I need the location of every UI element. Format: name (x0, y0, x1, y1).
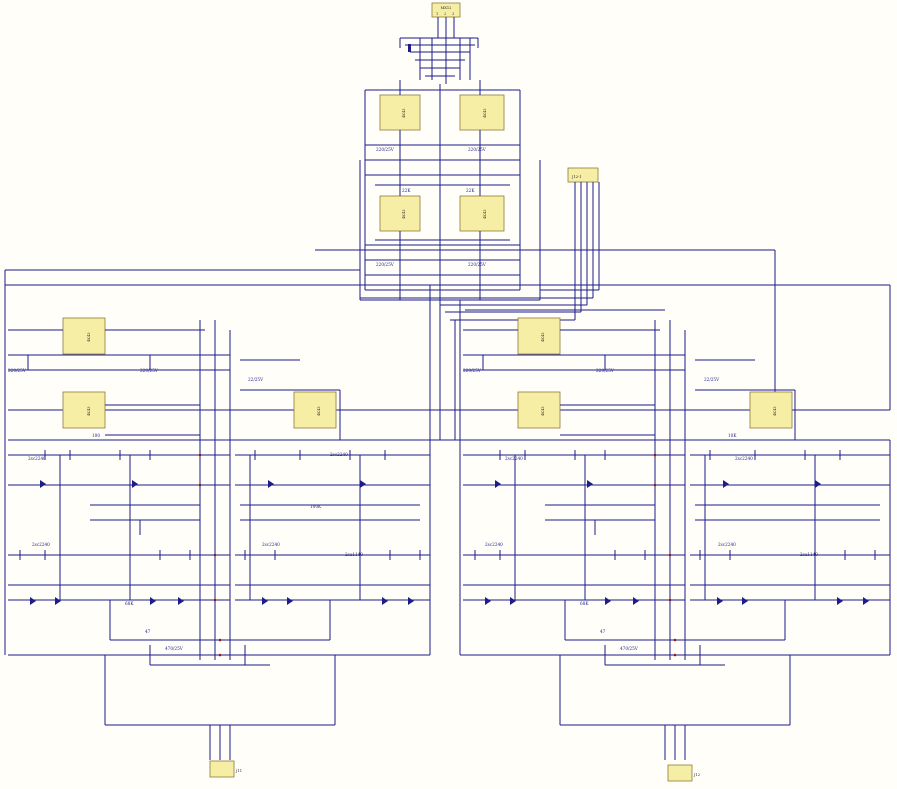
ic-top-1[interactable]: 4K43 (379, 94, 421, 131)
svg-text:220/25V: 220/25V (140, 368, 159, 373)
svg-text:22/25V: 22/25V (248, 377, 264, 382)
svg-text:1: 1 (436, 12, 438, 16)
connector-bottom-right[interactable]: J12 (667, 764, 700, 782)
ic-top-4[interactable]: 4K43 (459, 195, 505, 232)
svg-text:22/25V: 22/25V (704, 377, 720, 382)
svg-text:47: 47 (145, 629, 151, 634)
svg-text:220/25V: 220/25V (596, 368, 615, 373)
svg-text:4K43: 4K43 (87, 406, 91, 416)
svg-text:4K43: 4K43 (402, 108, 406, 118)
svg-text:J11: J11 (235, 769, 242, 773)
svg-text:4K43: 4K43 (541, 332, 545, 342)
ic-top-3[interactable]: 4K43 (379, 195, 421, 232)
svg-text:J12: J12 (693, 773, 700, 777)
svg-text:220/25V: 220/25V (468, 262, 487, 267)
svg-text:2sc2240: 2sc2240 (32, 542, 50, 547)
svg-text:220/25V: 220/25V (8, 368, 27, 373)
svg-text:4K43: 4K43 (773, 406, 777, 416)
ic-right-3[interactable]: 4K43 (749, 391, 793, 429)
ic-right-2[interactable]: 4K43 (517, 391, 561, 429)
junctions-right (653, 453, 677, 657)
svg-text:2sc2240: 2sc2240 (262, 542, 280, 547)
junctions-left (198, 453, 222, 657)
svg-text:4K43: 4K43 (402, 209, 406, 219)
svg-text:100K: 100K (310, 504, 322, 509)
svg-text:3: 3 (452, 12, 454, 16)
svg-text:68K: 68K (580, 601, 589, 606)
svg-text:2sc2240: 2sc2240 (505, 456, 523, 461)
svg-text:100: 100 (92, 433, 100, 438)
svg-text:4K43: 4K43 (483, 108, 487, 118)
svg-text:J12-1: J12-1 (571, 175, 582, 179)
ic-left-1[interactable]: 4K43 (62, 317, 106, 355)
svg-text:470/25V: 470/25V (620, 646, 639, 651)
connector-bottom-left[interactable]: J11 (209, 760, 242, 778)
connector-side[interactable]: J12-1 (567, 167, 599, 183)
ic-left-3[interactable]: 4K43 (293, 391, 337, 429)
svg-text:470/25V: 470/25V (165, 646, 184, 651)
diodes-right (485, 480, 869, 605)
svg-text:10K: 10K (728, 433, 737, 438)
svg-text:4K43: 4K43 (541, 406, 545, 416)
svg-text:47: 47 (600, 629, 606, 634)
connector-top[interactable]: MX12 1 2 3 (431, 2, 461, 18)
svg-text:2sc2240: 2sc2240 (330, 452, 348, 457)
svg-text:2: 2 (444, 12, 446, 16)
svg-text:220/25V: 220/25V (463, 368, 482, 373)
diodes-left (30, 480, 414, 605)
ic-left-2[interactable]: 4K43 (62, 391, 106, 429)
connector-top-label: MX12 (441, 6, 452, 10)
svg-text:2sc2240: 2sc2240 (485, 542, 503, 547)
svg-text:2sc2240: 2sc2240 (718, 542, 736, 547)
svg-text:220/25V: 220/25V (376, 147, 395, 152)
svg-text:22K: 22K (402, 188, 411, 193)
svg-text:2sc2240: 2sc2240 (735, 456, 753, 461)
svg-text:4K43: 4K43 (87, 332, 91, 342)
svg-text:4K43: 4K43 (483, 209, 487, 219)
component-ticks (19, 450, 876, 560)
svg-text:22K: 22K (466, 188, 475, 193)
svg-text:220/25V: 220/25V (376, 262, 395, 267)
svg-text:220/25V: 220/25V (468, 147, 487, 152)
ic-top-2[interactable]: 4K43 (459, 94, 505, 131)
svg-text:4K43: 4K43 (317, 406, 321, 416)
ic-right-1[interactable]: 4K43 (517, 317, 561, 355)
svg-text:68K: 68K (125, 601, 134, 606)
svg-text:2sc2240: 2sc2240 (28, 456, 46, 461)
